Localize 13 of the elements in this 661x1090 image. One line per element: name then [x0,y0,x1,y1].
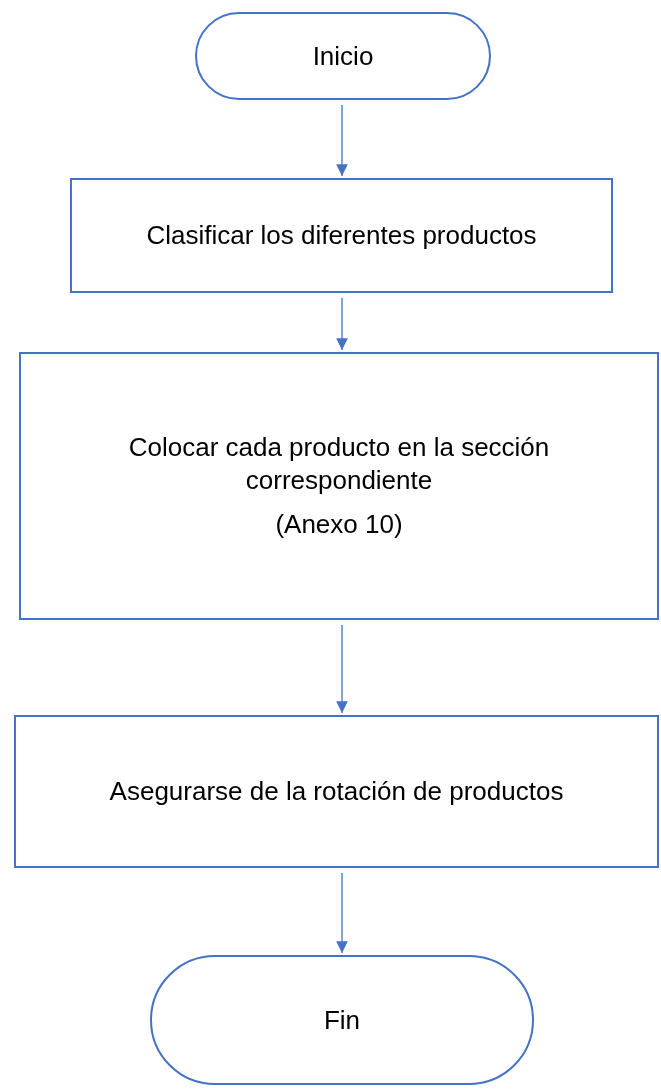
node-text: (Anexo 10) [275,508,403,541]
arrow [336,297,348,351]
process-box [19,352,659,620]
arrow [336,104,348,177]
node-text: Colocar cada producto en la sección correspondiente [127,431,551,497]
process-box [70,178,613,293]
arrow [336,872,348,954]
node-text: Inicio [312,39,374,73]
node-text: Asegurarse de la rotación de productos [109,775,564,808]
process-box [14,715,659,868]
node-text: Clasificar los diferentes productos [146,219,537,252]
node-text: Fin [323,1003,361,1037]
arrow [336,624,348,714]
